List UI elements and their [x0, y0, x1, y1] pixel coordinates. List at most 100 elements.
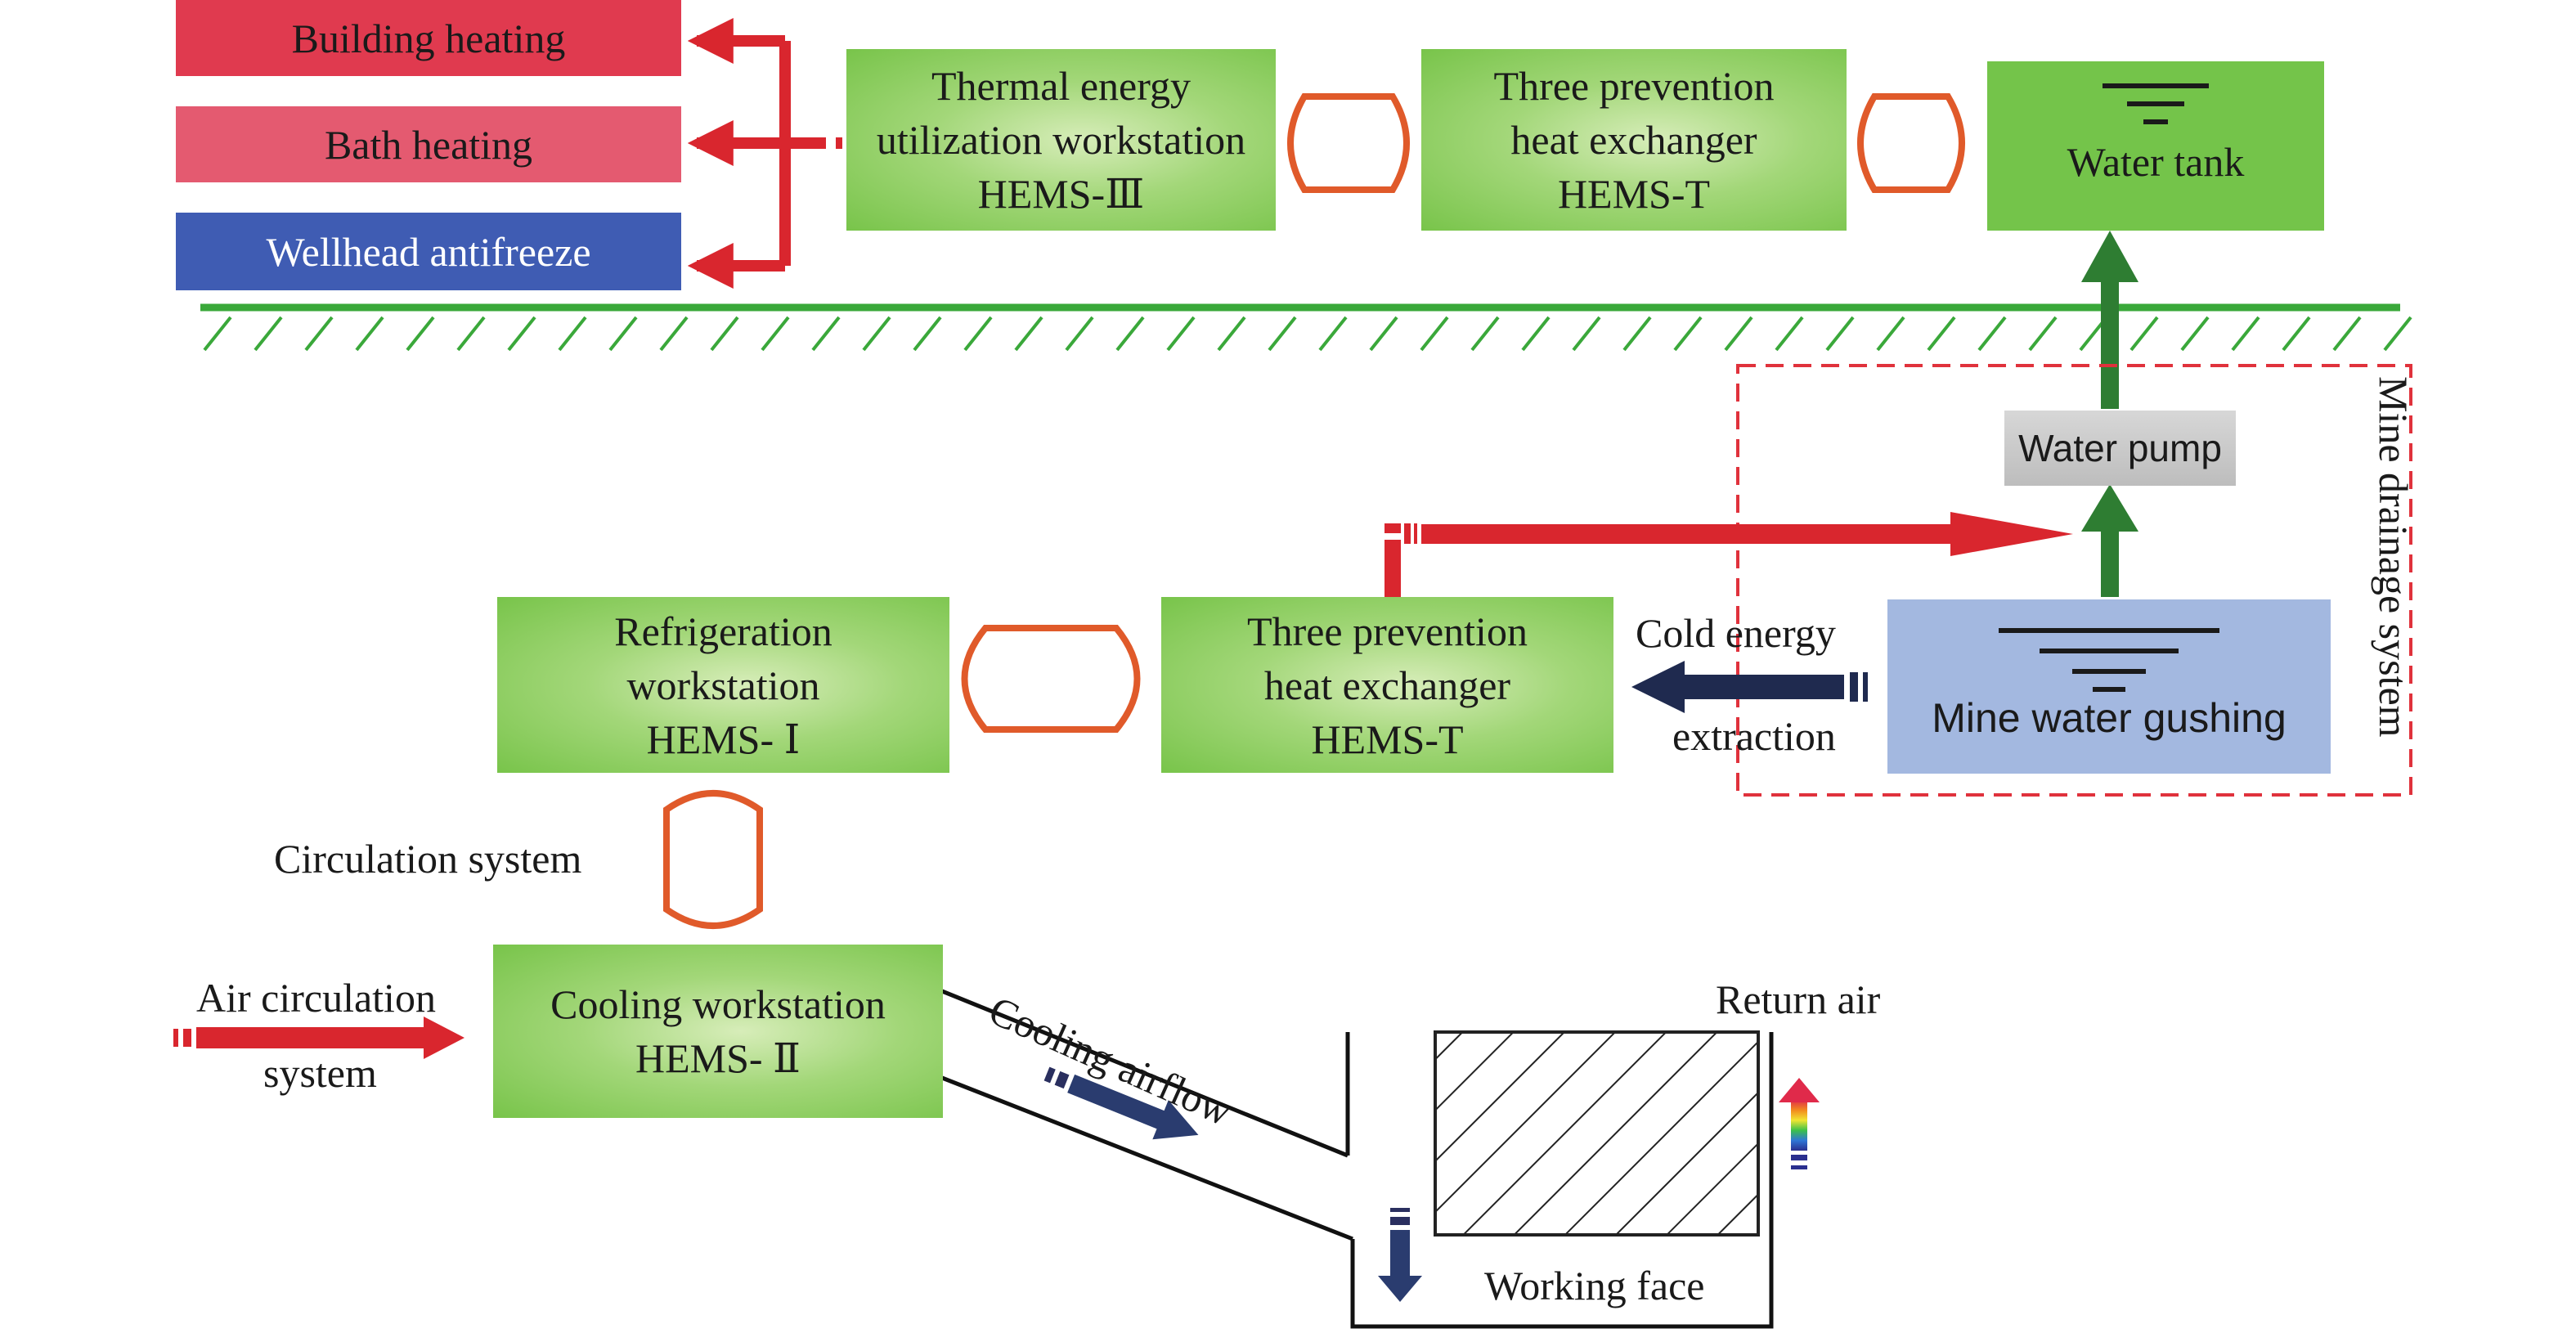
ground-hatch-stroke — [811, 316, 841, 352]
pump-to-tank-arrow — [2081, 231, 2138, 409]
hex-top-line1: Three prevention — [1493, 63, 1775, 109]
ground-hatch-stroke — [304, 316, 334, 352]
loop-connector-circulation — [663, 790, 763, 929]
ground-hatch-stroke — [1268, 316, 1297, 352]
ground-hatch-stroke — [2231, 316, 2260, 352]
ground-hatch-stroke — [862, 316, 891, 352]
water-tank-label: Water tank — [2067, 139, 2245, 185]
ground-hatch-stroke — [1420, 316, 1449, 352]
mine-water-gushing-box: Mine water gushing — [1887, 599, 2331, 774]
ground-hatch-stroke — [203, 316, 232, 352]
ground-surface — [200, 303, 2412, 352]
ground-hatch-stroke — [2282, 316, 2311, 352]
ground-hatch-stroke — [456, 316, 486, 352]
ground-hatch-stroke — [1876, 316, 1905, 352]
wellhead-antifreeze-label: Wellhead antifreeze — [266, 228, 591, 275]
building-heating-box: Building heating — [176, 0, 681, 76]
refrigeration-ws-line2: workstation — [626, 662, 820, 708]
return-air-label: Return air — [1716, 976, 1881, 1022]
mine-drainage-label: Mine drainage system — [2371, 376, 2417, 738]
water-pump-label: Water pump — [2018, 427, 2222, 469]
return-air-arrow — [1779, 1078, 1820, 1169]
heat-distribution-arrows — [687, 17, 850, 289]
heat-exchanger-top: Three prevention heat exchanger HEMS-T — [1421, 49, 1847, 231]
refrigeration-ws-line3: HEMS- Ⅰ — [646, 716, 801, 762]
air-circulation-label: Air circulation — [196, 975, 436, 1021]
water-tank-box: Water tank — [1987, 61, 2324, 231]
hex-mid-line1: Three prevention — [1247, 608, 1528, 654]
ground-hatch-stroke — [1115, 316, 1145, 352]
ground-hatch-stroke — [1470, 316, 1500, 352]
ground-hatch-stroke — [355, 316, 384, 352]
ground-hatch-stroke — [2028, 316, 2058, 352]
ground-hatch-stroke — [1217, 316, 1246, 352]
water-level-icon — [2103, 83, 2209, 124]
wellhead-antifreeze-box: Wellhead antifreeze — [176, 213, 681, 290]
ground-hatch-stroke — [1927, 316, 1956, 352]
water-level-icon — [1999, 628, 2219, 692]
ground-hatch-stroke — [761, 316, 790, 352]
heat-to-pump-arrow — [1384, 512, 2073, 597]
ground-hatch-stroke — [1673, 316, 1703, 352]
ground-hatch-stroke — [2129, 316, 2159, 352]
refrigeration-workstation: Refrigeration workstation HEMS- Ⅰ — [497, 597, 949, 773]
mine-to-pump-arrow — [2081, 484, 2138, 597]
ground-hatch-stroke — [1622, 316, 1652, 352]
bath-heating-label: Bath heating — [324, 121, 533, 168]
ground-hatch-stroke — [710, 316, 739, 352]
working-face-label: Working face — [1484, 1263, 1705, 1308]
hex-top-line3: HEMS-T — [1557, 171, 1711, 217]
hex-mid-line3: HEMS-T — [1311, 716, 1464, 762]
working-face-block — [1434, 1030, 1760, 1237]
ground-hatch-stroke — [558, 316, 587, 352]
ground-hatch-stroke — [507, 316, 536, 352]
ground-hatch-stroke — [913, 316, 942, 352]
ground-hatch-stroke — [254, 316, 283, 352]
ground-hatch-stroke — [1521, 316, 1551, 352]
cooling-ws-line2: HEMS- Ⅱ — [635, 1035, 801, 1081]
mine-drainage-frame — [1736, 364, 2412, 797]
bath-heating-box: Bath heating — [176, 106, 681, 182]
mine-water-label: Mine water gushing — [1932, 695, 2287, 741]
building-heating-label: Building heating — [291, 15, 566, 61]
thermal-energy-workstation: Thermal energy utilization workstation H… — [846, 49, 1276, 231]
roadway — [941, 989, 1774, 1329]
ground-hatch-stroke — [1977, 316, 2007, 352]
cooling-ws-line1: Cooling workstation — [550, 981, 886, 1027]
loop-connector-top-2 — [1857, 93, 1965, 193]
extraction-label: extraction — [1672, 713, 1836, 759]
air-circulation-arrow — [173, 1017, 464, 1059]
cold-energy-label: Cold energy — [1636, 610, 1836, 656]
circulation-system-label: Circulation system — [274, 836, 582, 882]
water-pump-box: Water pump — [2004, 411, 2236, 486]
hex-mid-line2: heat exchanger — [1263, 662, 1511, 708]
ground-hatch-stroke — [659, 316, 689, 352]
refrigeration-ws-line1: Refrigeration — [614, 608, 832, 654]
ground-hatch-stroke — [1825, 316, 1855, 352]
air-circulation-system-label: system — [263, 1050, 377, 1096]
heat-exchanger-mid: Three prevention heat exchanger HEMS-T — [1161, 597, 1613, 773]
ground-hatch-stroke — [1318, 316, 1348, 352]
thermal-ws-line3: HEMS-Ⅲ — [977, 171, 1145, 217]
cold-energy-arrow — [1631, 661, 1868, 713]
ground-hatch-stroke — [1014, 316, 1043, 352]
loop-connector-mid — [961, 625, 1141, 733]
ground-hatch-stroke — [2180, 316, 2210, 352]
ground-hatch-stroke — [1572, 316, 1601, 352]
ground-hatch-stroke — [1065, 316, 1094, 352]
ground-hatch-stroke — [1775, 316, 1804, 352]
thermal-ws-line1: Thermal energy — [931, 63, 1191, 109]
ground-hatch-stroke — [2332, 316, 2362, 352]
ground-hatch-stroke — [2383, 316, 2412, 352]
hex-top-line2: heat exchanger — [1510, 117, 1757, 163]
ground-hatch-stroke — [1166, 316, 1196, 352]
ground-hatch-stroke — [1724, 316, 1753, 352]
ground-hatch-stroke — [406, 316, 435, 352]
downflow-arrow — [1378, 1208, 1422, 1302]
cooling-workstation: Cooling workstation HEMS- Ⅱ — [493, 945, 943, 1118]
loop-connector-top-1 — [1287, 93, 1410, 193]
ground-hatch-stroke — [608, 316, 638, 352]
ground-hatch-stroke — [1369, 316, 1398, 352]
ground-hatch-stroke — [963, 316, 993, 352]
